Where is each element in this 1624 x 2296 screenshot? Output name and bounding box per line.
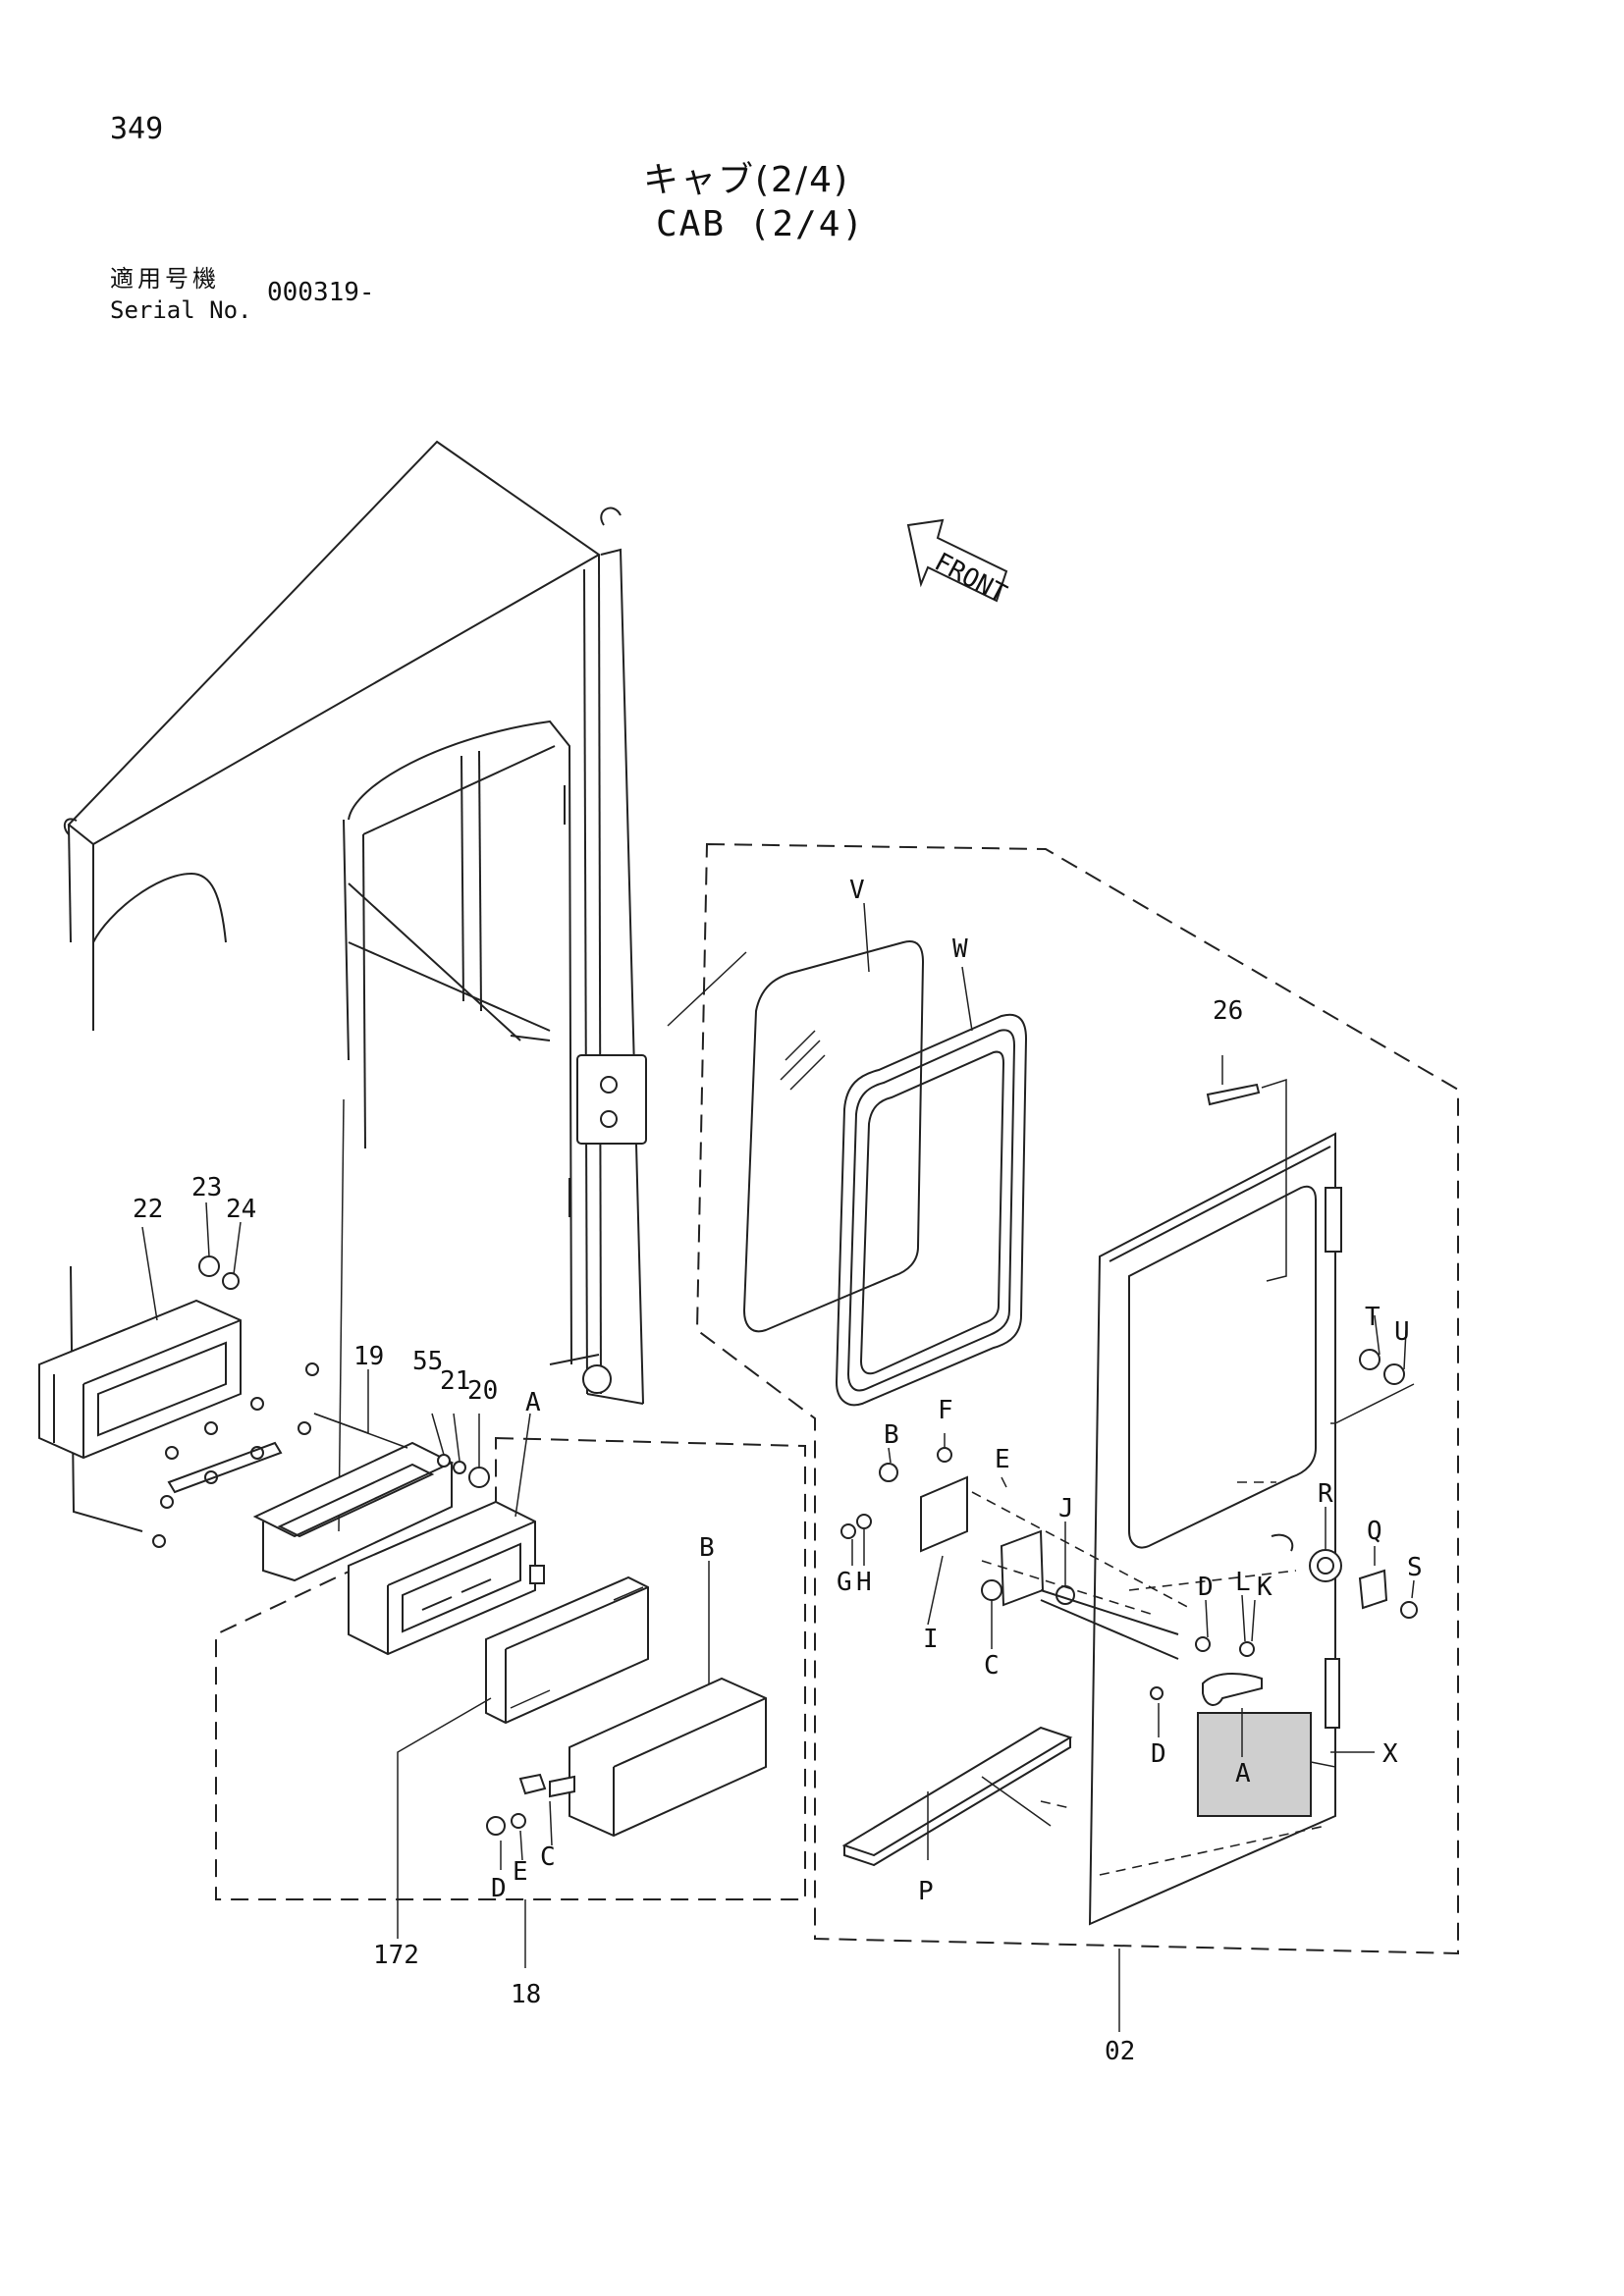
window-seal-W: [835, 1013, 1028, 1407]
callout-L: L: [1235, 1568, 1251, 1597]
cab-body-frame: [63, 440, 647, 1532]
callout-T: T: [1365, 1303, 1380, 1332]
callout-55: 55: [412, 1347, 443, 1376]
callout-E-right: E: [995, 1445, 1010, 1474]
callout-R: R: [1318, 1479, 1333, 1509]
gasket-strip: [167, 1441, 283, 1494]
callout-W: W: [952, 934, 968, 964]
lamp-lens: [485, 1575, 649, 1725]
leader-lines-left: [141, 1201, 480, 1468]
part-21: [453, 1461, 466, 1474]
callout-C-right: C: [984, 1651, 1000, 1681]
fastener-holes: [152, 1362, 319, 1548]
callout-K: K: [1257, 1573, 1272, 1602]
callout-23: 23: [191, 1173, 222, 1202]
pad-X: [1197, 1712, 1312, 1817]
callout-22: 22: [133, 1195, 163, 1224]
callout-P: P: [918, 1877, 934, 1906]
callout-D-right-upper: D: [1198, 1573, 1214, 1602]
page-number: 349: [110, 112, 164, 146]
callout-I: I: [923, 1625, 939, 1654]
callout-02: 02: [1105, 2037, 1135, 2066]
screw-23: [198, 1255, 220, 1277]
front-direction-arrow: FRONT: [906, 518, 1011, 610]
part-20: [468, 1467, 490, 1488]
serial-label-english: Serial No.: [110, 296, 252, 324]
callout-D-right-lower: D: [1151, 1739, 1166, 1769]
hinge-knob-parts: [1271, 1349, 1418, 1619]
part-22-box: [38, 1299, 242, 1460]
callout-26: 26: [1213, 996, 1243, 1026]
washer-24: [222, 1272, 240, 1290]
callout-18: 18: [511, 1980, 541, 2009]
serial-number-value: 000319-: [267, 278, 375, 307]
callout-S: S: [1407, 1553, 1423, 1582]
callout-V: V: [849, 876, 865, 905]
bolt-26: [1206, 1083, 1261, 1106]
callout-19: 19: [353, 1342, 384, 1371]
callout-G: G: [837, 1568, 852, 1597]
callout-Q: Q: [1367, 1517, 1382, 1546]
window-glass-V: [742, 940, 925, 1333]
part-19-frame: [252, 1441, 455, 1582]
callout-24: 24: [226, 1195, 256, 1224]
group-02-boundary: [695, 842, 1459, 1955]
callout-U: U: [1394, 1317, 1410, 1347]
callout-X: X: [1382, 1739, 1398, 1769]
callout-A-right: A: [1235, 1759, 1251, 1789]
door-panel: [1088, 1132, 1342, 1926]
callout-20: 20: [467, 1376, 498, 1406]
callout-A-left: A: [525, 1388, 541, 1417]
latch-assembly: [840, 1447, 1263, 1706]
callout-B-left: B: [699, 1533, 715, 1563]
callout-F: F: [938, 1396, 953, 1425]
serial-label-japanese: 適用号機: [110, 265, 220, 293]
callout-J: J: [1058, 1494, 1074, 1523]
part-55: [437, 1454, 451, 1468]
leader-lines-group-02: [667, 902, 1415, 1876]
weatherstrip-P: [841, 1726, 1073, 1867]
callout-21: 21: [440, 1366, 470, 1396]
lamp-housing-A: [348, 1500, 545, 1656]
callout-172: 172: [373, 1941, 419, 1970]
fasteners-CDE-left: [486, 1773, 575, 1836]
page-title-japanese: キャブ(2/4): [643, 160, 850, 200]
page-title-english: CAB (2/4): [656, 204, 866, 244]
bolt-26-leader: [1221, 1055, 1287, 1282]
callout-labels: 26 23 24 22 19 55 21 20 172 18 02 A B C …: [133, 876, 1423, 2066]
callout-H: H: [856, 1568, 872, 1597]
callout-D-left: D: [491, 1874, 507, 1903]
callout-E-left: E: [513, 1857, 528, 1887]
callout-B-right: B: [884, 1420, 899, 1450]
lamp-cover-B: [568, 1677, 767, 1838]
leader-lines-group-18: [397, 1413, 710, 1939]
callout-C-left: C: [540, 1842, 556, 1872]
